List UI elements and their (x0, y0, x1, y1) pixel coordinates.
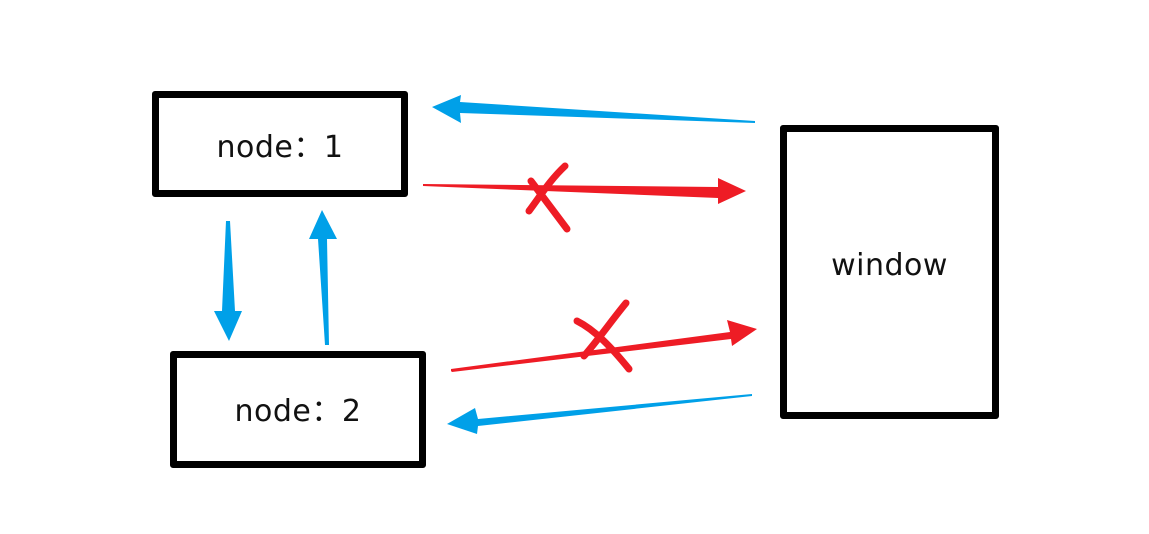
edge-node2-to-node1 (309, 210, 337, 345)
x-stroke (573, 317, 633, 373)
node-2-label: node：2 (234, 393, 362, 429)
arrow-right-icon (451, 320, 757, 372)
x-stroke (580, 299, 630, 360)
arrow-up-icon (309, 210, 337, 345)
node-1-box: node：1 (152, 91, 408, 197)
arrow-right-icon (423, 178, 746, 204)
edge-node1-to-window (423, 162, 746, 233)
edge-window-to-node1 (432, 95, 755, 123)
node-1-label: node：1 (216, 130, 344, 165)
x-stroke (527, 177, 571, 233)
edge-window-to-node2 (447, 394, 752, 434)
arrow-left-icon (447, 394, 752, 434)
edge-node1-to-node2 (214, 221, 242, 341)
window-label: window (831, 247, 948, 283)
window-box: window (780, 125, 999, 419)
arrow-down-icon (214, 221, 242, 341)
arrow-left-icon (432, 95, 755, 123)
node-2-box: node：2 (170, 351, 426, 468)
x-stroke (525, 162, 569, 215)
blocked-x-icon (573, 299, 633, 373)
blocked-x-icon (525, 162, 571, 233)
edge-node2-to-window (451, 299, 757, 373)
